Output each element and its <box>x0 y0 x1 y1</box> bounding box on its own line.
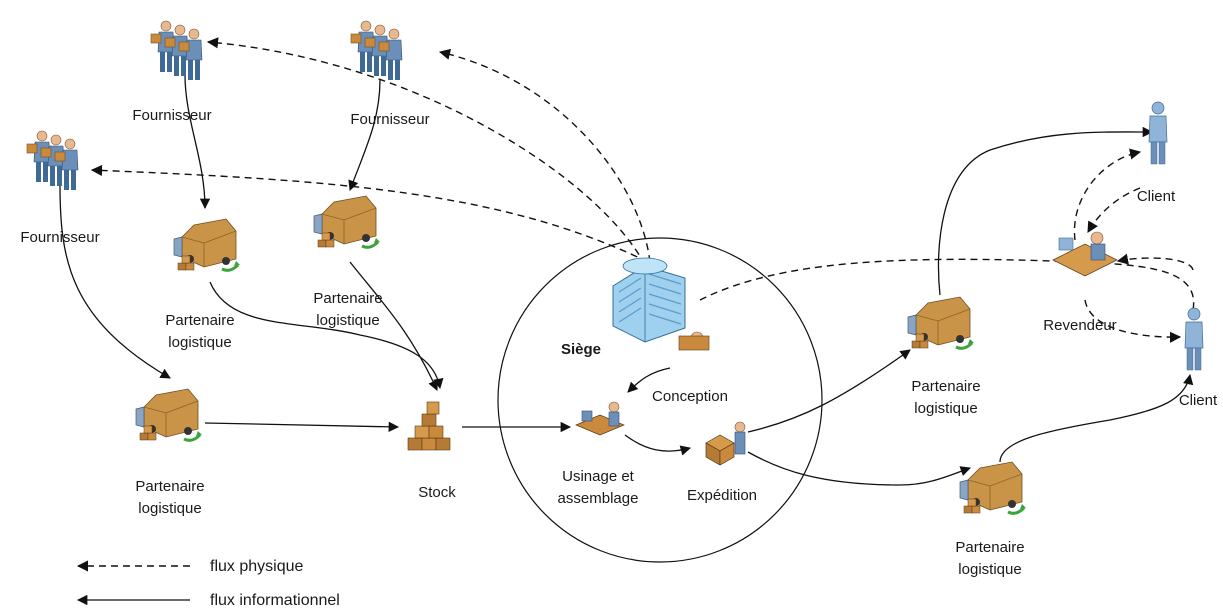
physical-flows <box>90 37 1195 343</box>
truck-icon <box>958 460 1028 515</box>
headquarters-label: Siège <box>561 341 601 358</box>
supplier-1-label: Fournisseur <box>132 107 211 124</box>
logistics-partner-1 <box>172 217 242 272</box>
supplier-2-icon <box>351 21 402 80</box>
supplier-1 <box>151 21 202 80</box>
logistics-partner-5 <box>958 460 1028 515</box>
stock-label: Stock <box>418 484 456 501</box>
client-2-label: Client <box>1179 392 1218 409</box>
legend-solid-label: flux informationnel <box>210 592 340 609</box>
logistics-partner-5-label-line2: logistique <box>958 561 1021 578</box>
shipping-icon <box>705 421 746 466</box>
supplier-2-label: Fournisseur <box>350 111 429 128</box>
logistics-partner-3 <box>134 387 204 442</box>
logistics-partner-4-label-line1: Partenaire <box>911 378 980 395</box>
stock-boxes-icon <box>407 401 451 451</box>
legend-dashed-label: flux physique <box>210 558 303 575</box>
logistics-partner-1-label-line2: logistique <box>168 334 231 351</box>
logistics-partner-3-label-line1: Partenaire <box>135 478 204 495</box>
supplier-3-label: Fournisseur <box>20 229 99 246</box>
shipping-label: Expédition <box>687 487 757 504</box>
reseller-label: Revendeur <box>1043 317 1116 334</box>
client-2 <box>1184 307 1204 371</box>
supplier-2 <box>351 21 402 80</box>
machining-assembly-label-line1: Usinage et <box>562 468 635 485</box>
logistics-partner-4-label-line2: logistique <box>914 400 977 417</box>
headquarters-boundary <box>497 237 823 563</box>
reseller-icon <box>1052 231 1118 277</box>
design-label: Conception <box>652 388 728 405</box>
logistics-partner-5-label-line1: Partenaire <box>955 539 1024 556</box>
legend: flux physique flux informationnel <box>76 558 340 609</box>
logistics-partner-4 <box>906 295 976 350</box>
client-1-label: Client <box>1137 188 1176 205</box>
logistics-partner-2-label-line2: logistique <box>316 312 379 329</box>
truck-icon <box>906 295 976 350</box>
supplier-1-icon <box>151 21 202 80</box>
information-flows <box>59 74 1194 486</box>
supplier-3 <box>27 131 78 190</box>
machining-assembly-icon <box>575 401 625 436</box>
truck-icon <box>134 387 204 442</box>
logistics-partner-3-label-line2: logistique <box>138 500 201 517</box>
logistics-partner-2 <box>312 194 382 249</box>
headquarters-building-icon <box>612 257 710 351</box>
logistics-partner-1-label-line1: Partenaire <box>165 312 234 329</box>
client-1-icon <box>1148 101 1168 165</box>
logistics-partner-2-label-line1: Partenaire <box>313 290 382 307</box>
client-1 <box>1148 101 1168 165</box>
truck-icon <box>312 194 382 249</box>
machining-assembly-label-line2: assemblage <box>558 490 639 507</box>
supplier-3-icon <box>27 131 78 190</box>
client-2-icon <box>1184 307 1204 371</box>
truck-icon <box>172 217 242 272</box>
